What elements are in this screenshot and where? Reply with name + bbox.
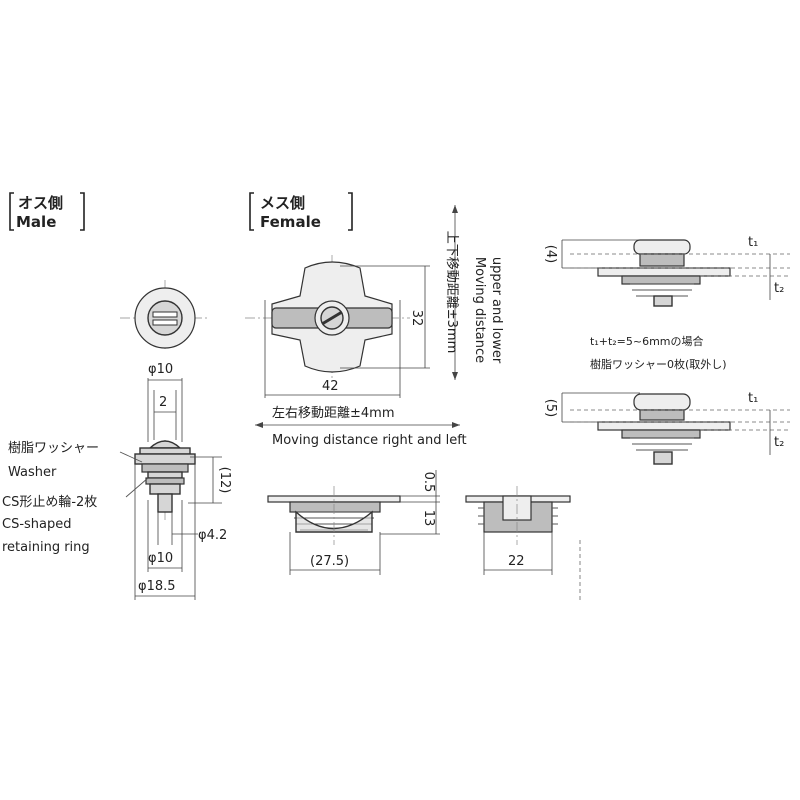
dim-t1-a: t₁ bbox=[748, 235, 758, 250]
label-cs-ring-en2: retaining ring bbox=[2, 540, 90, 555]
label-resin-washer: 樹脂ワッシャー bbox=[8, 441, 99, 456]
dim-width-42: 42 bbox=[322, 379, 339, 394]
dim-t1-b: t₁ bbox=[748, 391, 758, 406]
male-header-en: Male bbox=[16, 213, 56, 231]
label-cs-ring-en1: CS-shaped bbox=[2, 517, 72, 532]
assembly-view-4: (4) t₁ t₂ bbox=[543, 235, 790, 307]
dim-t2-a: t₂ bbox=[774, 281, 784, 296]
label-t-sum: t₁+t₂=5~6mmの場合 bbox=[590, 334, 704, 348]
movement-left-right: 左右移動距離±4mm Moving distance right and lef… bbox=[255, 402, 467, 448]
dim-phi18-5: φ18.5 bbox=[138, 579, 176, 594]
label-lr-move-jp: 左右移動距離±4mm bbox=[272, 406, 395, 421]
dim-phi10-top: φ10 bbox=[148, 362, 173, 377]
female-side-section: 22 bbox=[465, 486, 581, 600]
dim-t2-b: t₂ bbox=[774, 435, 784, 450]
dim-width-22: 22 bbox=[508, 554, 525, 569]
label-washer: Washer bbox=[8, 465, 57, 480]
dim-height-0-5: 0.5 bbox=[421, 472, 436, 493]
label-cs-ring-jp: CS形止め輪-2枚 bbox=[2, 494, 97, 510]
dim-height-13: 13 bbox=[421, 510, 436, 527]
dim-phi4-2: φ4.2 bbox=[198, 528, 227, 543]
male-header: オス側 Male bbox=[9, 192, 85, 231]
female-header-en: Female bbox=[260, 213, 321, 231]
dim-depth-5: (5) bbox=[543, 399, 558, 417]
male-header-jp: オス側 bbox=[18, 194, 63, 212]
female-header: メス側 Female bbox=[249, 192, 353, 231]
dim-height-12: (12) bbox=[217, 467, 232, 494]
male-top-view bbox=[120, 280, 210, 352]
dim-width-27-5: (27.5) bbox=[310, 554, 349, 569]
dim-width-2: 2 bbox=[159, 395, 167, 410]
assembly-view-5: (5) t₁ t₂ bbox=[543, 391, 790, 465]
female-top-view: 42 32 bbox=[245, 255, 430, 398]
movement-up-down: 上下移動距離±3mm Moving distance upper and low… bbox=[444, 205, 504, 380]
label-ud-move-en2: upper and lower bbox=[489, 257, 504, 364]
female-header-jp: メス側 bbox=[260, 194, 305, 212]
label-lr-move-en: Moving distance right and left bbox=[272, 433, 467, 448]
female-front-section: (27.5) 0.5 13 bbox=[267, 470, 440, 575]
dim-phi10-bottom: φ10 bbox=[148, 551, 173, 566]
label-ud-move-en1: Moving distance bbox=[472, 257, 487, 363]
label-t-note: 樹脂ワッシャー0枚(取外し) bbox=[590, 357, 727, 371]
dim-depth-4: (4) bbox=[543, 245, 558, 263]
label-ud-move-jp: 上下移動距離±3mm bbox=[444, 231, 459, 354]
male-side-view: φ10 2 (12) φ4.2 φ10 φ bbox=[119, 362, 232, 600]
dim-height-32: 32 bbox=[409, 310, 424, 327]
